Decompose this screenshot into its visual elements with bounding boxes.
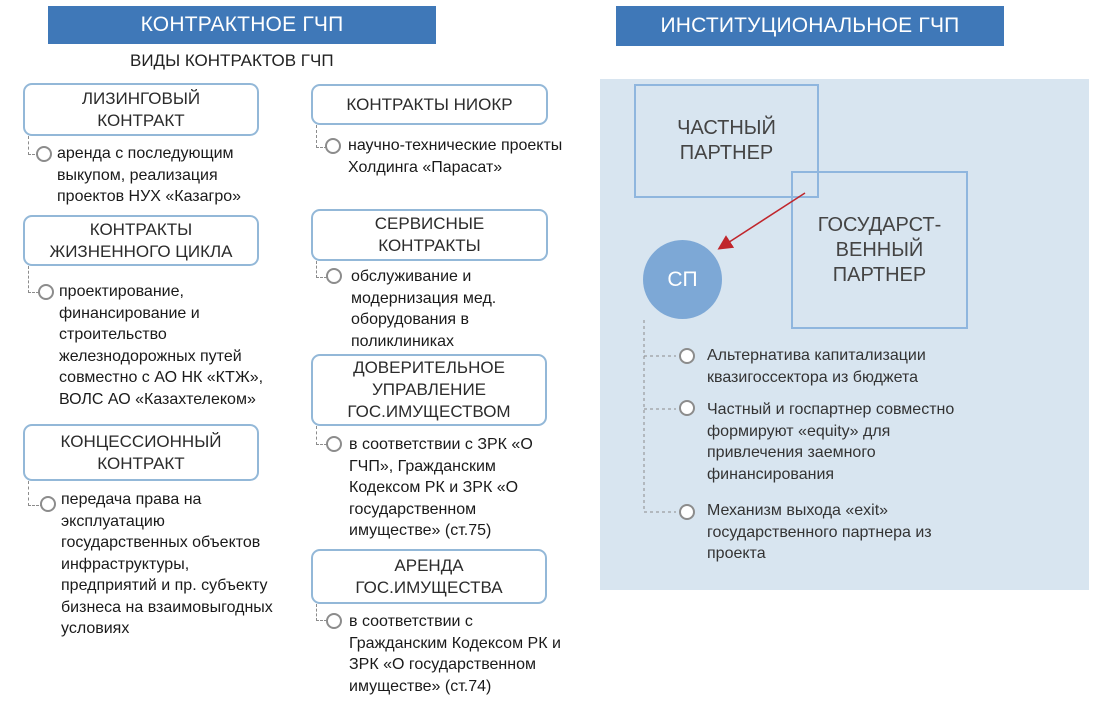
institutional-point-3: Механизм выхода «exit» государственного … [707, 502, 932, 562]
bullet-icon [679, 348, 695, 364]
state-partner-box: ГОСУДАРСТ- ВЕННЫЙ ПАРТНЕР [791, 171, 968, 329]
connector-left-1 [28, 136, 43, 155]
contract-ppp-banner: КОНТРАКТНОЕ ГЧП [48, 6, 436, 44]
lifecycle-contracts-box: КОНТРАКТЫ ЖИЗНЕННОГО ЦИКЛА [23, 215, 259, 266]
bullet-icon [326, 436, 342, 452]
arrow-to-sp [717, 192, 806, 250]
bullet-icon [40, 496, 56, 512]
trust-management-desc: в соответствии с ЗРК «О ГЧП», Граждански… [349, 436, 533, 539]
connector-right-4 [316, 604, 327, 621]
rnd-contracts-box: КОНТРАКТЫ НИОКР [311, 84, 548, 125]
institutional-point-2: Частный и госпартнер совместно формируют… [707, 401, 955, 483]
leasing-contract-desc: аренда с последующим выкупом, реализация… [57, 145, 242, 205]
bullet-icon [326, 268, 342, 284]
connector-left-3 [28, 481, 43, 506]
contract-types-subtitle: ВИДЫ КОНТРАКТОВ ГЧП [130, 51, 334, 70]
bullet-icon [326, 613, 342, 629]
concession-contract-desc: передача права на эксплуатацию государст… [61, 491, 273, 637]
leasing-contract-box: ЛИЗИНГОВЫЙ КОНТРАКТ [23, 83, 259, 136]
service-contracts-box: СЕРВИСНЫЕ КОНТРАКТЫ [311, 209, 548, 261]
rnd-contracts-desc: научно-технические проекты Холдинга «Пар… [348, 137, 563, 176]
bullet-icon [325, 138, 341, 154]
connector-right-2 [316, 261, 327, 278]
connector-right-1 [316, 125, 327, 148]
institutional-ppp-banner: ИНСТИТУЦИОНАЛЬНОЕ ГЧП [616, 6, 1004, 46]
institutional-point-1: Альтернатива капитализации квазигоссекто… [707, 347, 926, 386]
connector-left-2 [28, 266, 43, 293]
bullet-icon [679, 400, 695, 416]
sp-connector-tree [643, 320, 676, 513]
service-contracts-desc: обслуживание и модернизация мед. оборудо… [351, 268, 497, 350]
lifecycle-contracts-desc: проектирование, финансирование и строите… [59, 283, 264, 408]
private-partner-box: ЧАСТНЫЙ ПАРТНЕР [634, 84, 819, 198]
concession-contract-box: КОНЦЕССИОННЫЙ КОНТРАКТ [23, 424, 259, 481]
state-property-lease-box: АРЕНДА ГОС.ИМУЩЕСТВА [311, 549, 547, 604]
state-property-lease-desc: в соответствии с Гражданским Кодексом РК… [349, 613, 561, 695]
bullet-icon [38, 284, 54, 300]
bullet-icon [36, 146, 52, 162]
bullet-icon [679, 504, 695, 520]
connector-right-3 [316, 426, 327, 445]
joint-venture-circle: СП [643, 240, 722, 319]
trust-management-box: ДОВЕРИТЕЛЬНОЕ УПРАВЛЕНИЕ ГОС.ИМУЩЕСТВОМ [311, 354, 547, 426]
